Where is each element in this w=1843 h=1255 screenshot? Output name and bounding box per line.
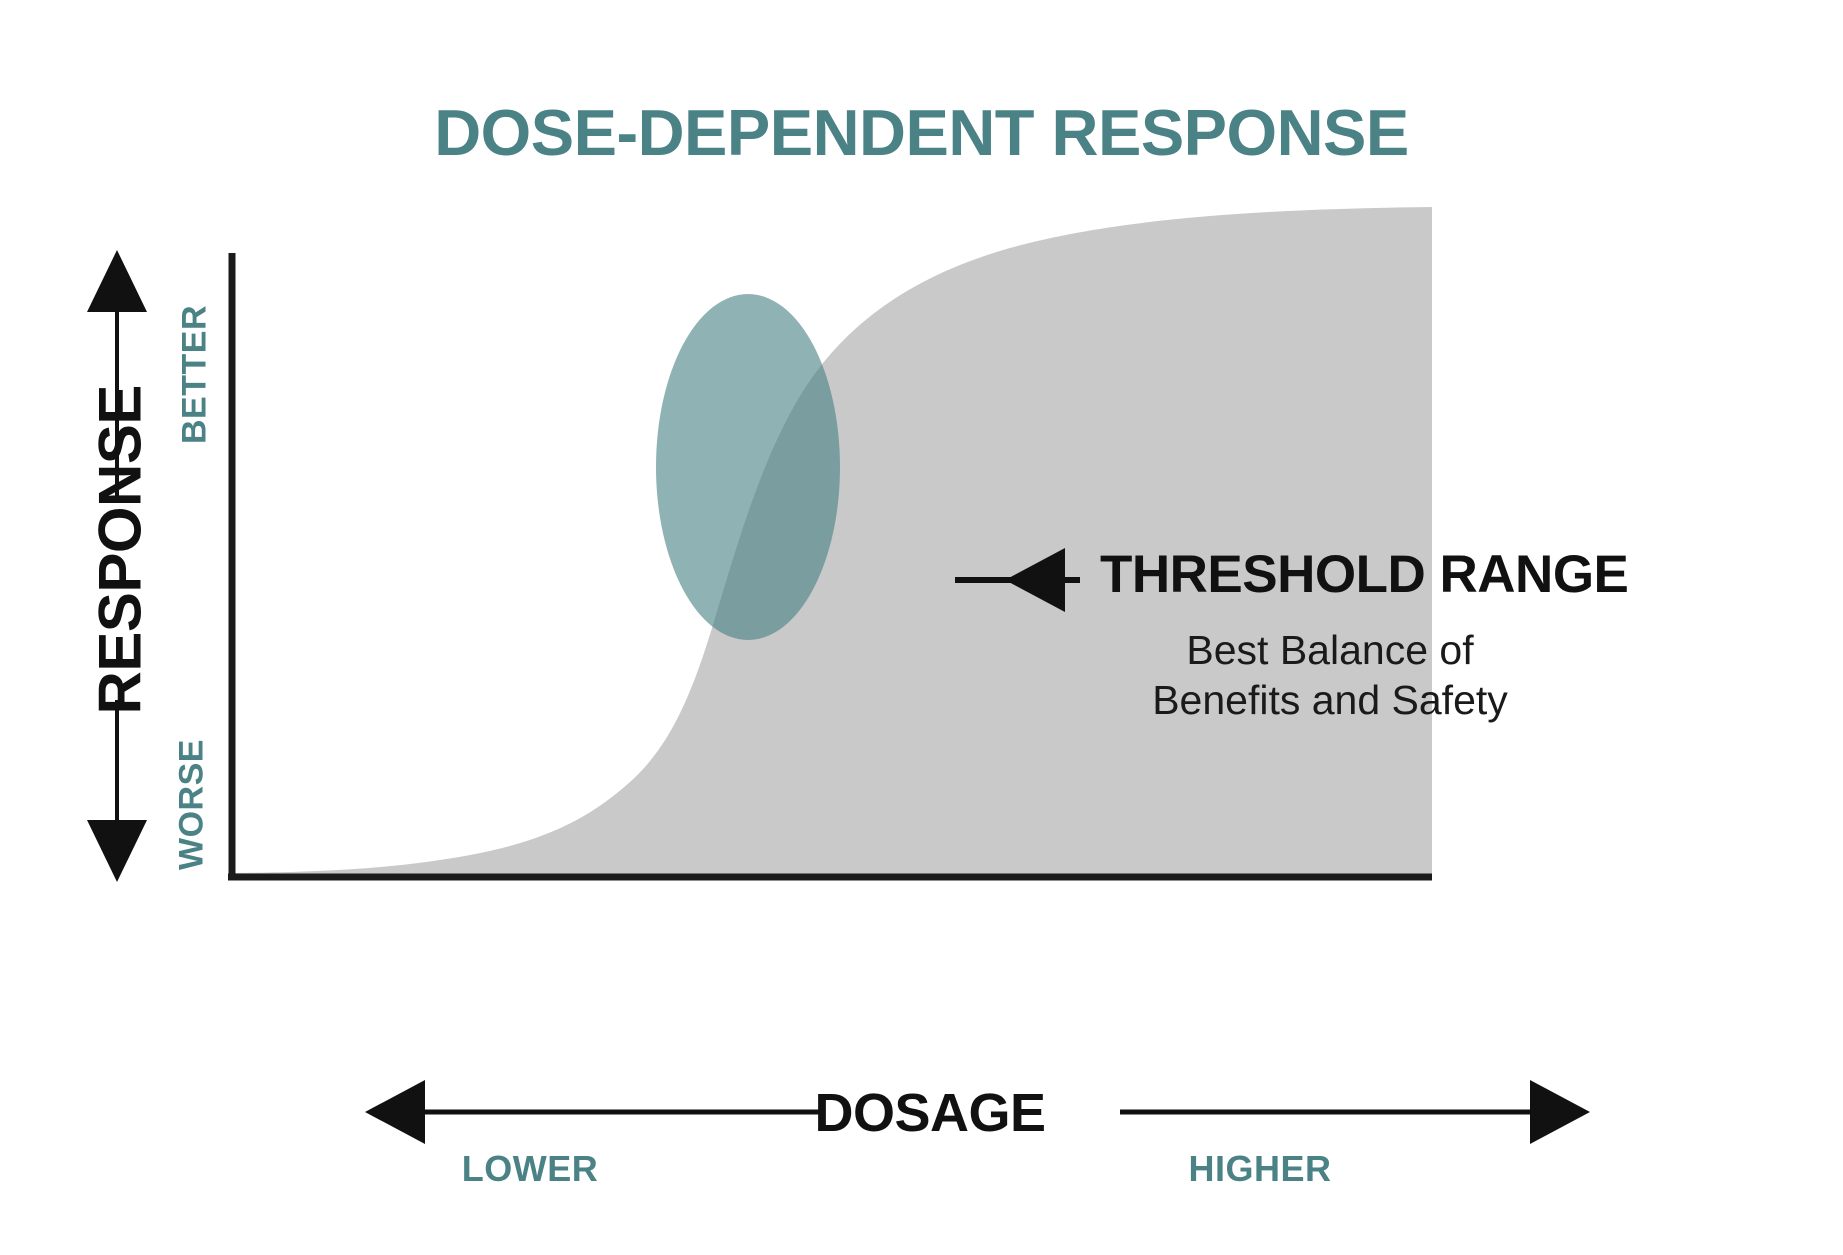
x-direction-arrow-head-right [1530,1080,1590,1144]
y-direction-arrow-head-up [87,250,147,312]
x-axis-low-label: LOWER [461,1148,599,1189]
y-axis-low-label: WORSE [172,739,211,870]
threshold-callout-arrow-head [1005,548,1065,612]
x-axis-high-label: HIGHER [1188,1148,1332,1189]
y-direction-arrow-head-down [87,820,147,882]
threshold-subtitle-line-1: Best Balance of [1186,627,1474,673]
threshold-subtitle-line-2: Benefits and Safety [1152,677,1508,724]
threshold-range-subtitle: Best Balance of Benefits and Safety [1080,625,1580,725]
threshold-range-ellipse [656,294,840,640]
y-axis-high-label: BETTER [175,305,214,444]
threshold-range-heading: THRESHOLD RANGE [1100,545,1629,604]
y-axis-title: RESPONSE [86,385,154,715]
page-title: DOSE-DEPENDENT RESPONSE [434,96,1409,169]
x-direction-arrow-head-left [365,1080,425,1144]
response-curve-area [232,207,1432,877]
x-axis-title: DOSAGE [814,1083,1046,1143]
